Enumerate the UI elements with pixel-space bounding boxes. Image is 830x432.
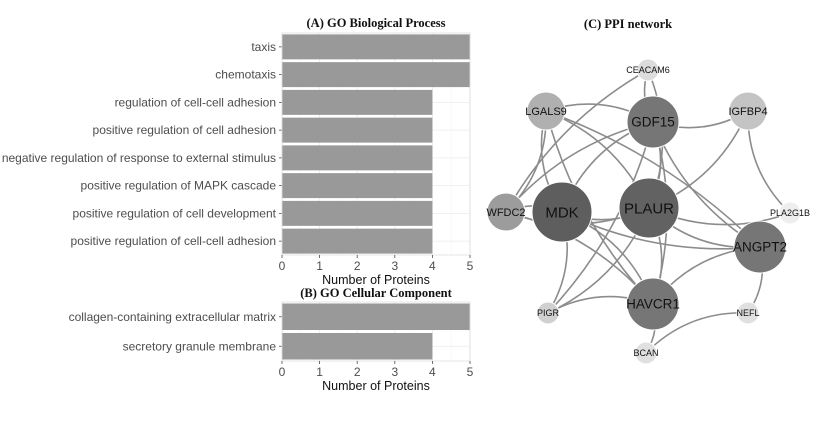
node-label-lgals9: LGALS9 — [525, 106, 567, 118]
x-tick-label-5: 5 — [467, 259, 474, 273]
node-label-havcr1: HAVCR1 — [626, 297, 680, 312]
bar-negative-regulation-of-response-to-external-stimulus — [282, 145, 433, 171]
panel-a-title: (A) GO Biological Process — [307, 16, 446, 30]
node-label-ceacam6: CEACAM6 — [626, 65, 670, 75]
x-tick-label-5: 5 — [467, 365, 474, 379]
x-tick-label-1: 1 — [316, 259, 323, 273]
node-ceacam6 — [636, 58, 660, 82]
node-label-gdf15: GDF15 — [631, 115, 675, 130]
node-label-pla2g1b: PLA2G1B — [770, 208, 810, 218]
bar-chemotaxis — [282, 62, 470, 88]
node-plaur — [618, 177, 680, 239]
x-axis-title: Number of Proteins — [322, 273, 430, 287]
x-tick-label-4: 4 — [429, 365, 436, 379]
bar-positive-regulation-of-cell-development — [282, 200, 433, 226]
bar-collagen-containing-extracellular-matrix — [282, 303, 470, 331]
panel-c-title: (C) PPI network — [584, 17, 672, 31]
node-label-angpt2: ANGPT2 — [733, 240, 787, 255]
node-angpt2 — [733, 220, 787, 274]
x-axis-title: Number of Proteins — [322, 379, 430, 393]
x-tick-label-2: 2 — [354, 365, 361, 379]
node-gdf15 — [626, 95, 680, 149]
node-label-mdk: MDK — [545, 204, 578, 221]
plot-border — [281, 301, 471, 362]
x-tick-label-3: 3 — [391, 259, 398, 273]
category-label-secretory-granule-membrane: secretory granule membrane — [123, 339, 277, 353]
panel-b-title: (B) GO Cellular Component — [300, 286, 452, 300]
x-tick-label-2: 2 — [354, 259, 361, 273]
bar-positive-regulation-of-cell-cell-adhesion — [282, 228, 433, 254]
category-label-regulation-of-cell-cell-adhesion: regulation of cell-cell adhesion — [115, 95, 276, 109]
node-lgals9 — [526, 91, 566, 131]
category-label-chemotaxis: chemotaxis — [215, 68, 276, 82]
bar-taxis — [282, 34, 470, 60]
bar-positive-regulation-of-mapk-cascade — [282, 173, 433, 199]
x-tick-label-0: 0 — [279, 259, 286, 273]
bar-secretory-granule-membrane — [282, 332, 433, 360]
node-label-wfdc2: WFDC2 — [486, 207, 525, 219]
node-pla2g1b — [778, 201, 802, 225]
node-label-igfbp4: IGFBP4 — [728, 106, 767, 118]
category-label-negative-regulation-of-response-to-external-stimulus: negative regulation of response to exter… — [2, 151, 276, 165]
bar-regulation-of-cell-cell-adhesion — [282, 89, 433, 115]
node-havcr1 — [626, 277, 680, 331]
node-igfbp4 — [728, 91, 768, 131]
node-label-bcan: BCAN — [633, 348, 658, 358]
x-tick-label-0: 0 — [279, 365, 286, 379]
panel-go-biological-process: (A) GO Biological Process taxis chemotaxis… — [2, 16, 474, 287]
category-label-collagen-containing-extracellular-matrix: collagen-containing extracellular matrix — [69, 310, 276, 324]
node-pigr — [536, 301, 560, 325]
category-label-positive-regulation-of-cell-development: positive regulation of cell development — [73, 206, 277, 220]
x-tick-label-1: 1 — [316, 365, 323, 379]
x-tick-label-4: 4 — [429, 259, 436, 273]
category-label-positive-regulation-of-cell-adhesion: positive regulation of cell adhesion — [93, 123, 276, 137]
node-bcan — [634, 341, 658, 365]
node-label-nefl: NEFL — [736, 308, 759, 318]
node-label-pigr: PIGR — [537, 308, 560, 318]
node-nefl — [736, 301, 760, 325]
edge-angpt2-lgals9 — [545, 110, 761, 248]
category-label-positive-regulation-of-mapk-cascade: positive regulation of MAPK cascade — [81, 179, 277, 193]
x-tick-label-3: 3 — [391, 365, 398, 379]
category-label-taxis: taxis — [251, 40, 276, 54]
edge-gdf15-pigr — [547, 121, 654, 314]
node-mdk — [531, 181, 593, 243]
node-wfdc2 — [486, 192, 526, 232]
node-label-plaur: PLAUR — [624, 200, 674, 217]
bar-positive-regulation-of-cell-adhesion — [282, 117, 433, 143]
edge-ceacam6-wfdc2 — [505, 69, 649, 213]
edge-bcan-nefl — [645, 312, 749, 354]
category-label-positive-regulation-of-cell-cell-adhesion: positive regulation of cell-cell adhesio… — [71, 234, 276, 248]
plot-border — [281, 32, 471, 256]
panel-go-cellular-component: (B) GO Cellular Component collagen-contai… — [69, 286, 474, 393]
